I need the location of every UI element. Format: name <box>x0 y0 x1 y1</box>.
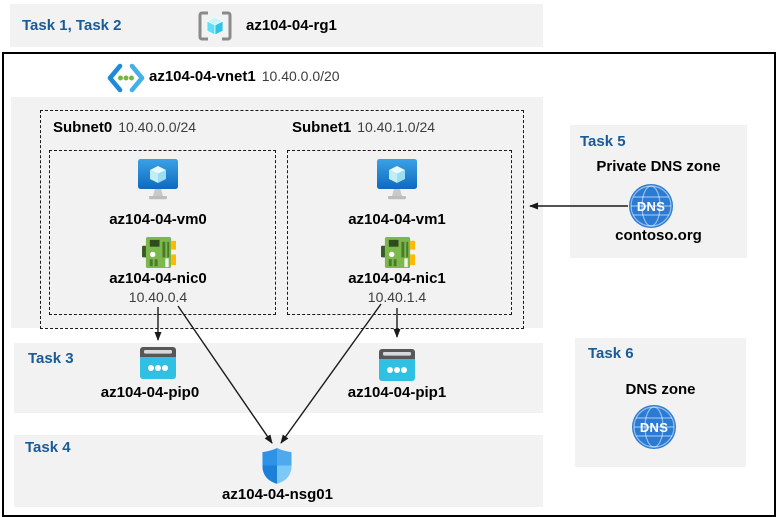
nic0-name: az104-04-nic0 <box>109 270 207 287</box>
nsg-icon <box>261 447 293 484</box>
subnet1-inner-box <box>287 150 512 315</box>
subnet0-cidr: 10.40.0.0/24 <box>118 119 197 135</box>
task5-label: Task 5 <box>580 133 626 150</box>
vnet-header: az104-04-vnet1 10.40.0.0/20 <box>149 68 340 85</box>
vnet-cidr: 10.40.0.0/20 <box>261 68 340 84</box>
task3-label: Task 3 <box>28 350 74 367</box>
vm0-name: az104-04-vm0 <box>109 211 207 228</box>
nsg-name: az104-04-nsg01 <box>222 486 333 503</box>
task-1-2-label: Task 1, Task 2 <box>22 17 122 34</box>
pip1-icon <box>379 349 415 381</box>
vm1-icon <box>375 159 419 202</box>
dns-zone-icon-text: DNS <box>639 419 669 435</box>
dns-zone-icon: DNS <box>632 405 676 449</box>
dns-zone-title: DNS zone <box>625 381 696 398</box>
subnet-panel <box>11 97 543 328</box>
subnet0-header: Subnet0 10.40.0.0/24 <box>53 119 196 136</box>
subnet1-name: Subnet1 <box>292 119 352 136</box>
subnet1-cidr: 10.40.1.0/24 <box>357 119 436 135</box>
nic0-ip: 10.40.0.4 <box>128 289 188 305</box>
private-dns-zone-icon: DNS <box>629 184 673 228</box>
task3-band <box>14 343 543 413</box>
pip0-name: az104-04-pip0 <box>100 384 200 401</box>
resource-group-band <box>10 4 543 47</box>
vnet-icon <box>107 63 145 93</box>
subnet1-header: Subnet1 10.40.1.0/24 <box>292 119 435 136</box>
vm0-icon <box>136 159 180 202</box>
vnet-name: az104-04-vnet1 <box>149 68 256 85</box>
private-dns-zone-title: Private DNS zone <box>596 158 721 175</box>
resource-group-icon <box>196 11 234 41</box>
pip1-name: az104-04-pip1 <box>347 384 447 401</box>
vnet-box <box>2 52 776 517</box>
nic0-icon <box>141 236 178 269</box>
task6-label: Task 6 <box>588 345 634 362</box>
pip0-icon <box>140 347 176 379</box>
subnet0-name: Subnet0 <box>53 119 113 136</box>
private-dns-zone-name: contoso.org <box>615 227 702 244</box>
subnet0-inner-box <box>49 150 276 315</box>
nic1-icon <box>380 236 417 269</box>
nic1-ip: 10.40.1.4 <box>367 289 427 305</box>
nic1-name: az104-04-nic1 <box>348 270 446 287</box>
task4-label: Task 4 <box>25 439 71 456</box>
private-dns-icon-text: DNS <box>636 198 666 214</box>
vm1-name: az104-04-vm1 <box>348 211 446 228</box>
resource-group-name: az104-04-rg1 <box>246 17 337 34</box>
